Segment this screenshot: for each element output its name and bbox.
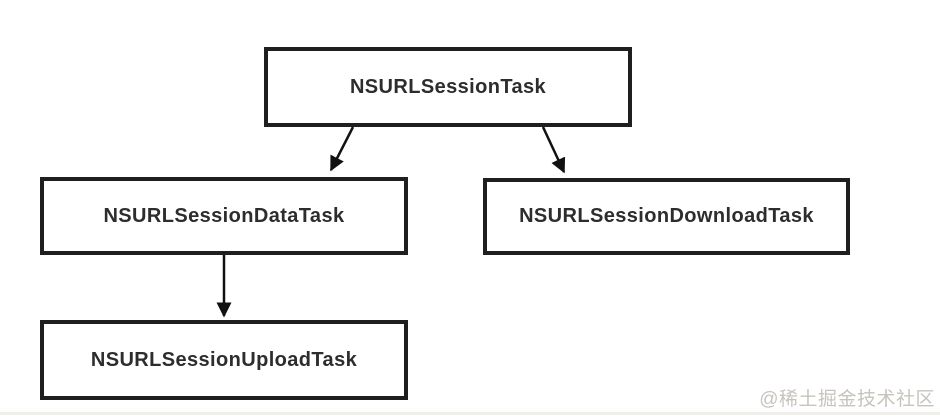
node-label: NSURLSessionDownloadTask xyxy=(519,205,814,227)
node-label: NSURLSessionDataTask xyxy=(103,204,345,227)
page-edge-artifact xyxy=(0,412,940,415)
arrow-task-to-datatask xyxy=(329,126,355,172)
arrow-task-to-downloadtask xyxy=(541,126,566,174)
node-nsurlsessiondatatask: NSURLSessionDataTask xyxy=(40,177,408,255)
juejin-watermark: @稀土掘金技术社区 xyxy=(759,389,935,410)
node-label: NSURLSessionUploadTask xyxy=(90,348,358,371)
node-nsurlsessionuploadtask: NSURLSessionUploadTask xyxy=(40,320,408,400)
node-nsurlsessiondownloadtask: NSURLSessionDownloadTask xyxy=(483,178,850,255)
node-nsurlsessiontask: NSURLSessionTask xyxy=(264,47,632,127)
node-label: NSURLSessionTask xyxy=(349,75,547,98)
